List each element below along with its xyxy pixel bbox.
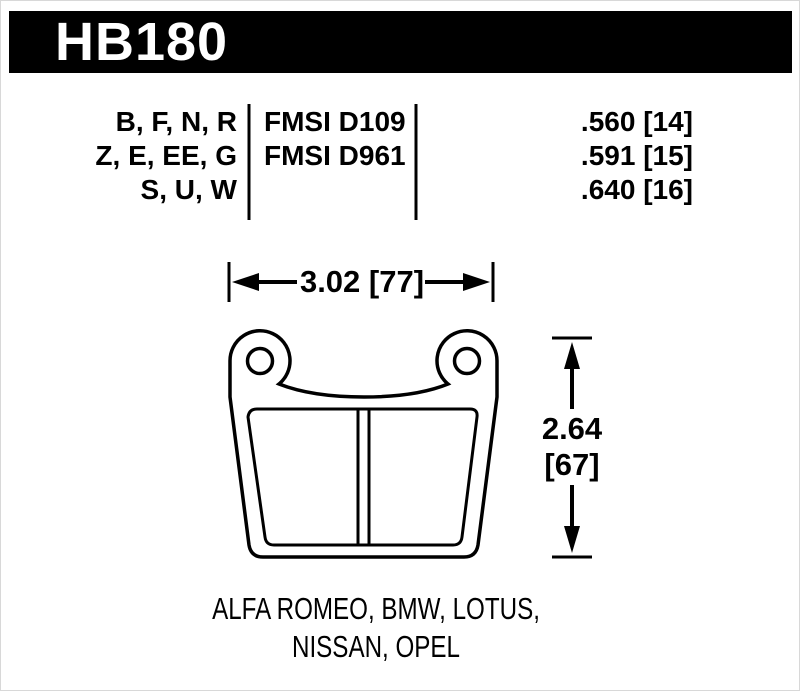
mounting-hole-right [452, 346, 482, 376]
compound-codes-row: Z, E, EE, G [95, 140, 237, 171]
brake-pad-drawing [228, 329, 499, 559]
width-dimension-line [227, 262, 495, 302]
arrowhead-right-icon [463, 273, 490, 291]
vehicle-applications: ALFA ROMEO, BMW, LOTUS, NISSAN, OPEL [103, 590, 649, 666]
height-dimension-line [552, 336, 592, 559]
mounting-hole-left [245, 346, 275, 376]
thickness-row: .640 [16] [580, 174, 693, 205]
compound-codes-row: B, F, N, R [115, 106, 237, 137]
part-number: HB180 [55, 12, 229, 72]
brake-pad-outline [228, 329, 499, 559]
height-dimension-label-mm: [67] [544, 447, 600, 482]
thickness-row: .591 [15] [580, 140, 693, 171]
arrowhead-up-icon [564, 342, 580, 369]
part-number-bar: HB180 [9, 11, 792, 73]
brake-pad-friction-outline [246, 407, 479, 547]
width-dimension-label: 3.02 [77] [299, 264, 425, 299]
applications-line-1: ALFA ROMEO, BMW, LOTUS, [212, 591, 540, 626]
thickness-row: .560 [14] [580, 106, 693, 137]
fmsi-row: FMSI D109 [264, 106, 406, 137]
compound-codes-row: S, U, W [140, 174, 237, 205]
applications-line-2: NISSAN, OPEL [292, 629, 460, 664]
arrowhead-down-icon [564, 526, 580, 553]
arrowhead-left-icon [232, 273, 259, 291]
fmsi-row: FMSI D961 [264, 140, 406, 171]
fmsi-column: FMSI D109 FMSI D961 [264, 105, 414, 173]
compound-codes-column: B, F, N, R Z, E, EE, G S, U, W [31, 105, 237, 207]
height-dimension-label-inches: 2.64 [541, 411, 603, 446]
thickness-column: .560 [14] .591 [15] .640 [16] [481, 105, 693, 207]
